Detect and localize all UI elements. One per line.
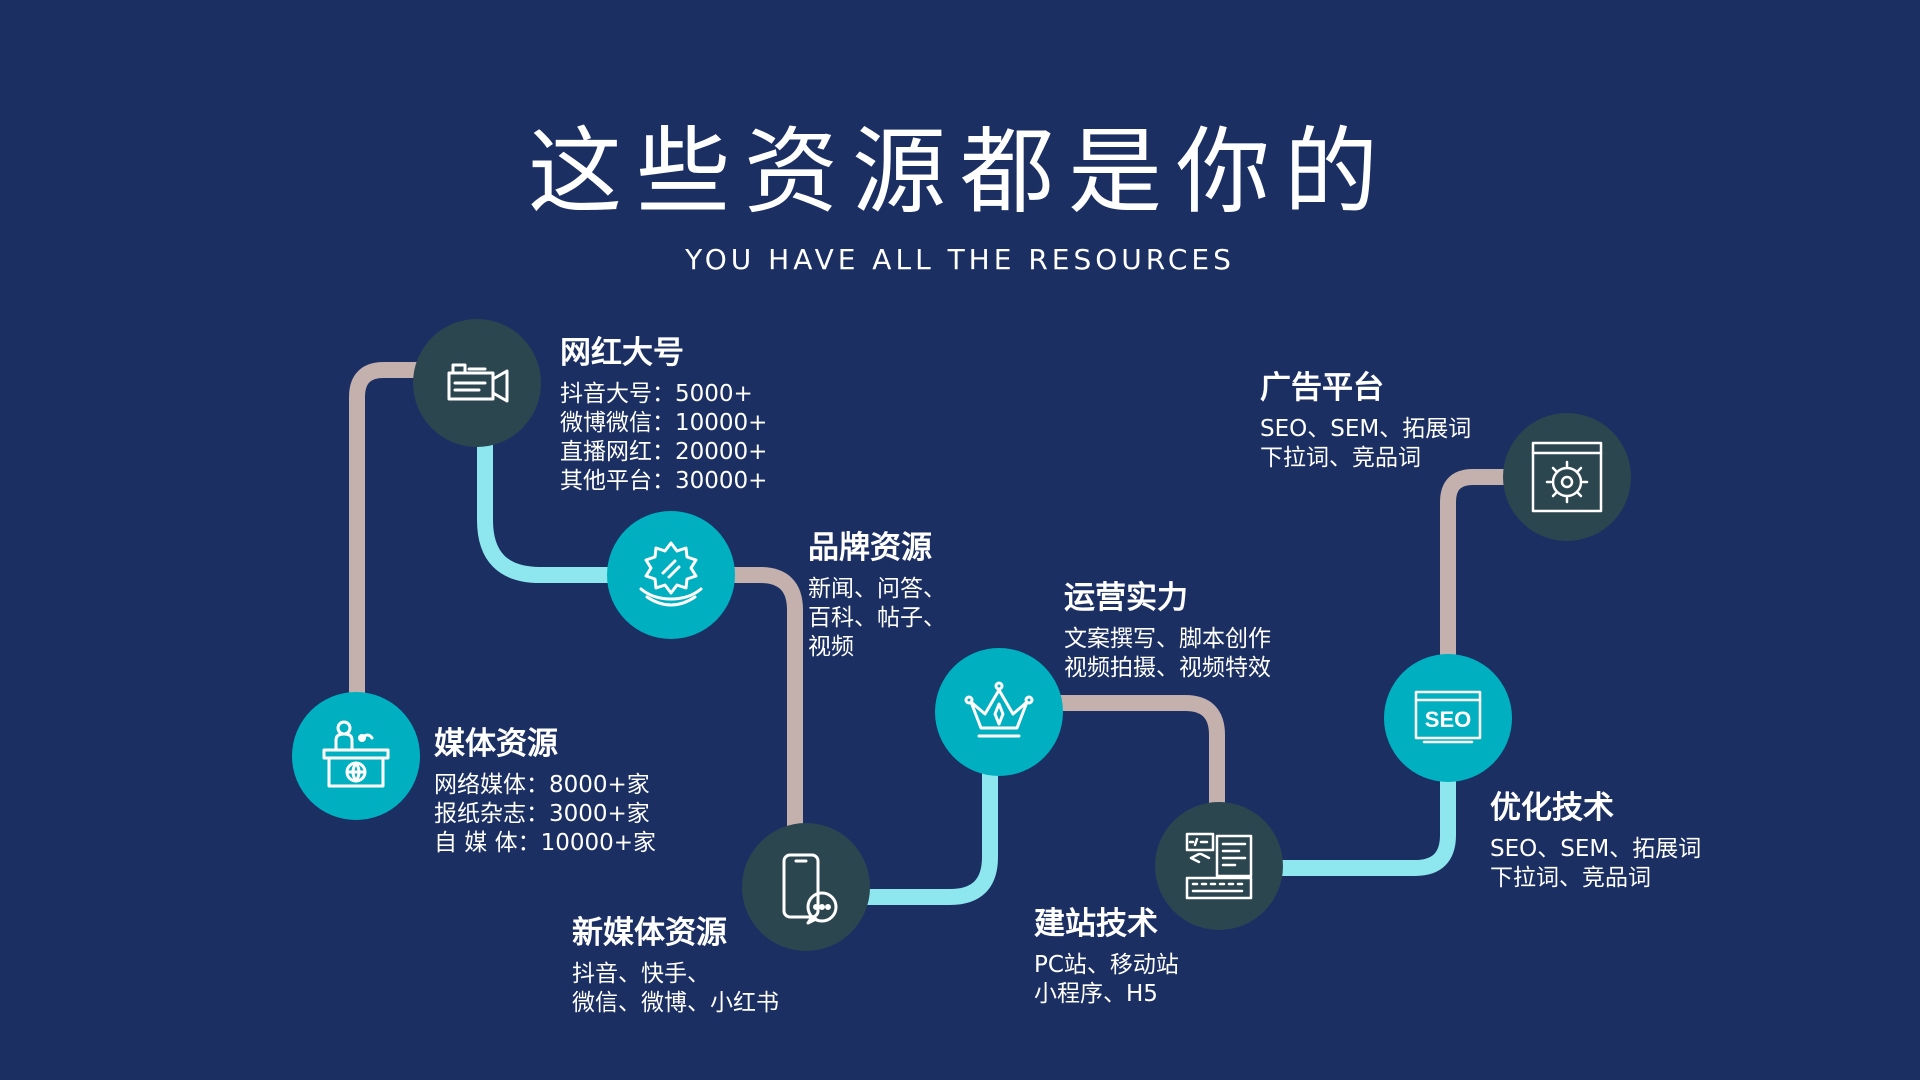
path-segment-media-influencer — [349, 362, 488, 766]
ads-line: 下拉词、竞品词 — [1260, 445, 1421, 472]
label-influencer: 网红大号 抖音大号：5000+ 微博微信：10000+ 直播网红：20000+ … — [560, 335, 767, 496]
seo-heading: 优化技术 — [1490, 790, 1614, 826]
influencer-line: 抖音大号：5000+ — [560, 381, 753, 408]
web-build-line: PC站、移动站 — [1034, 952, 1179, 979]
node-operations — [935, 648, 1063, 776]
path-segment-operations-webbuild — [992, 695, 1225, 858]
node-ads — [1503, 413, 1631, 541]
svg-text:SEO: SEO — [1425, 707, 1471, 732]
node-media — [292, 692, 420, 820]
path-segment-influencer-brand — [477, 432, 678, 583]
operations-line: 文案撰写、脚本创作 — [1064, 626, 1271, 653]
operations-line: 视频拍摄、视频特效 — [1064, 655, 1271, 682]
label-operations: 运营实力 文案撰写、脚本创作 视频拍摄、视频特效 — [1064, 580, 1271, 683]
news-podium-icon — [322, 720, 390, 788]
media-line: 网络媒体：8000+家 — [434, 772, 650, 799]
label-media: 媒体资源 网络媒体：8000+家 报纸杂志：3000+家 自 媒 体：10000… — [434, 726, 656, 858]
label-new-media: 新媒体资源 抖音、快手、 微信、微博、小红书 — [572, 915, 779, 1018]
new-media-line: 抖音、快手、 — [572, 961, 710, 988]
media-line: 报纸杂志：3000+家 — [434, 801, 650, 828]
node-web-build — [1155, 802, 1283, 930]
influencer-heading: 网红大号 — [560, 335, 684, 371]
node-brand — [607, 511, 735, 639]
mobile-chat-icon — [782, 853, 838, 925]
video-camera-icon — [447, 363, 509, 403]
label-ads: 广告平台 SEO、SEM、拓展词 下拉词、竞品词 — [1260, 370, 1471, 473]
brand-line: 百科、帖子、 — [808, 605, 946, 632]
label-brand: 品牌资源 新闻、问答、 百科、帖子、 视频 — [808, 530, 946, 662]
seo-line: 下拉词、竞品词 — [1490, 865, 1651, 892]
media-heading: 媒体资源 — [434, 726, 558, 762]
code-keyboard-icon — [1185, 832, 1253, 900]
page-title: 这些资源都是你的 — [527, 118, 1392, 227]
ads-line: SEO、SEM、拓展词 — [1260, 416, 1472, 443]
label-web-build: 建站技术 PC站、移动站 小程序、H5 — [1034, 906, 1179, 1009]
brand-line: 新闻、问答、 — [808, 576, 946, 603]
label-seo: 优化技术 SEO、SEM、拓展词 下拉词、竞品词 — [1490, 790, 1701, 893]
path-segment-seo-ads — [1440, 469, 1568, 708]
new-media-heading: 新媒体资源 — [572, 915, 727, 951]
award-badge-icon — [639, 541, 703, 607]
web-build-line: 小程序、H5 — [1034, 981, 1158, 1008]
ads-heading: 广告平台 — [1260, 370, 1384, 406]
path-segment-brand-newmedia — [664, 567, 803, 888]
node-seo: SEO — [1384, 654, 1512, 782]
path-segment-webbuild-seo — [1217, 752, 1456, 876]
crown-icon — [964, 681, 1034, 738]
media-line: 自 媒 体：10000+家 — [434, 830, 657, 857]
page-subtitle: YOU HAVE ALL THE RESOURCES — [685, 243, 1235, 276]
gear-window-icon — [1531, 441, 1603, 513]
brand-heading: 品牌资源 — [808, 530, 932, 566]
influencer-line: 直播网红：20000+ — [560, 439, 768, 466]
node-influencer — [413, 319, 541, 447]
operations-heading: 运营实力 — [1064, 580, 1188, 616]
seo-line: SEO、SEM、拓展词 — [1490, 836, 1702, 863]
seo-screen-icon: SEO — [1414, 690, 1482, 744]
path-segment-newmedia-operations — [797, 692, 998, 905]
influencer-line: 其他平台：30000+ — [560, 468, 768, 495]
node-new-media — [742, 823, 870, 951]
influencer-line: 微博微信：10000+ — [560, 410, 768, 437]
web-build-heading: 建站技术 — [1034, 906, 1158, 942]
brand-line: 视频 — [808, 634, 854, 661]
new-media-line: 微信、微博、小红书 — [572, 990, 779, 1017]
